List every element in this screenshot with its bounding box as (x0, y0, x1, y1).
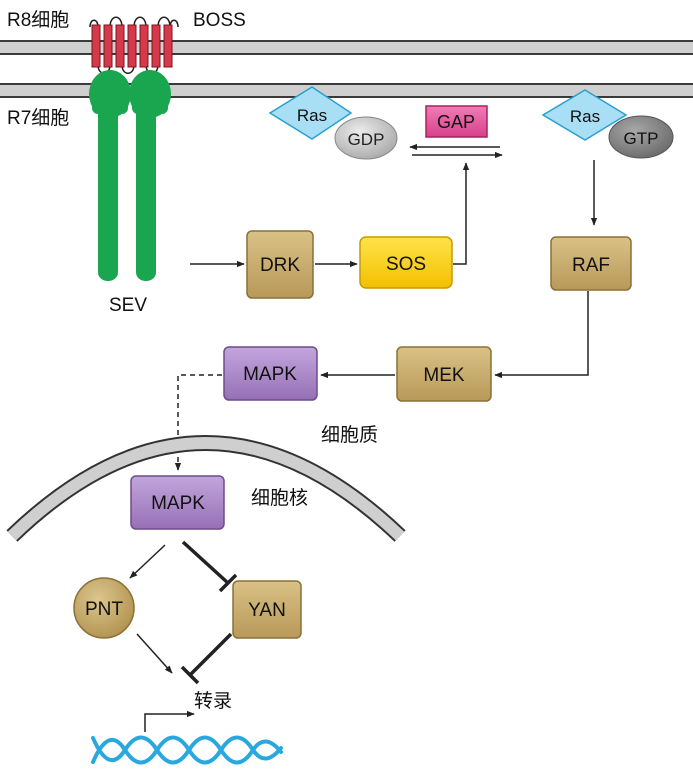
transcription-label: 转录 (194, 690, 232, 712)
mapk-cytoplasm-label: MAPK (243, 364, 297, 385)
sev-receptor (89, 70, 171, 281)
mapk-nucleus-box: MAPK (130, 475, 225, 530)
ras-left-label: Ras (297, 106, 327, 125)
mapk-cytoplasm-box: MAPK (223, 346, 318, 401)
raf-label: RAF (572, 255, 610, 276)
ras-gtp-complex: Ras GTP (541, 89, 674, 159)
nuclear-envelope (6, 435, 406, 542)
mapk-nucleus-label: MAPK (151, 493, 205, 514)
gap-label: GAP (437, 112, 475, 132)
cytoplasm-label: 细胞质 (321, 424, 378, 446)
r7-cell-label: R7细胞 (7, 107, 69, 129)
pnt-label: PNT (85, 599, 123, 620)
drk-label: DRK (260, 255, 300, 276)
boss-protein (89, 16, 179, 74)
ras-right-diamond (541, 89, 628, 141)
gdp-label: GDP (348, 130, 385, 149)
boss-label: BOSS (193, 10, 246, 31)
ras-gdp-complex: Ras GDP (268, 86, 398, 160)
raf-box: RAF (550, 236, 632, 291)
transcription-start-arrow (144, 710, 195, 732)
pnt-circle: PNT (73, 577, 135, 639)
gtp-label: GTP (624, 129, 659, 148)
signal-arrows (174, 160, 598, 471)
gdp-ellipse (334, 116, 398, 160)
mek-box: MEK (396, 346, 492, 402)
gap-box: GAP (425, 105, 488, 138)
ras-exchange-arrows (409, 143, 503, 159)
dna-helix (91, 735, 283, 765)
mek-label: MEK (423, 365, 465, 386)
ras-right-label: Ras (570, 107, 600, 126)
sos-label: SOS (386, 254, 426, 275)
r8-cell-label: R8细胞 (7, 9, 69, 31)
drk-box: DRK (246, 230, 314, 299)
nuclear-regulation-edges (129, 540, 238, 685)
gtp-ellipse (608, 115, 674, 159)
sos-box: SOS (359, 236, 453, 289)
yan-box: YAN (232, 580, 302, 639)
yan-label: YAN (248, 600, 286, 621)
nucleus-label: 细胞核 (251, 487, 308, 509)
sev-label: SEV (109, 295, 147, 316)
ras-left-diamond (268, 86, 353, 140)
